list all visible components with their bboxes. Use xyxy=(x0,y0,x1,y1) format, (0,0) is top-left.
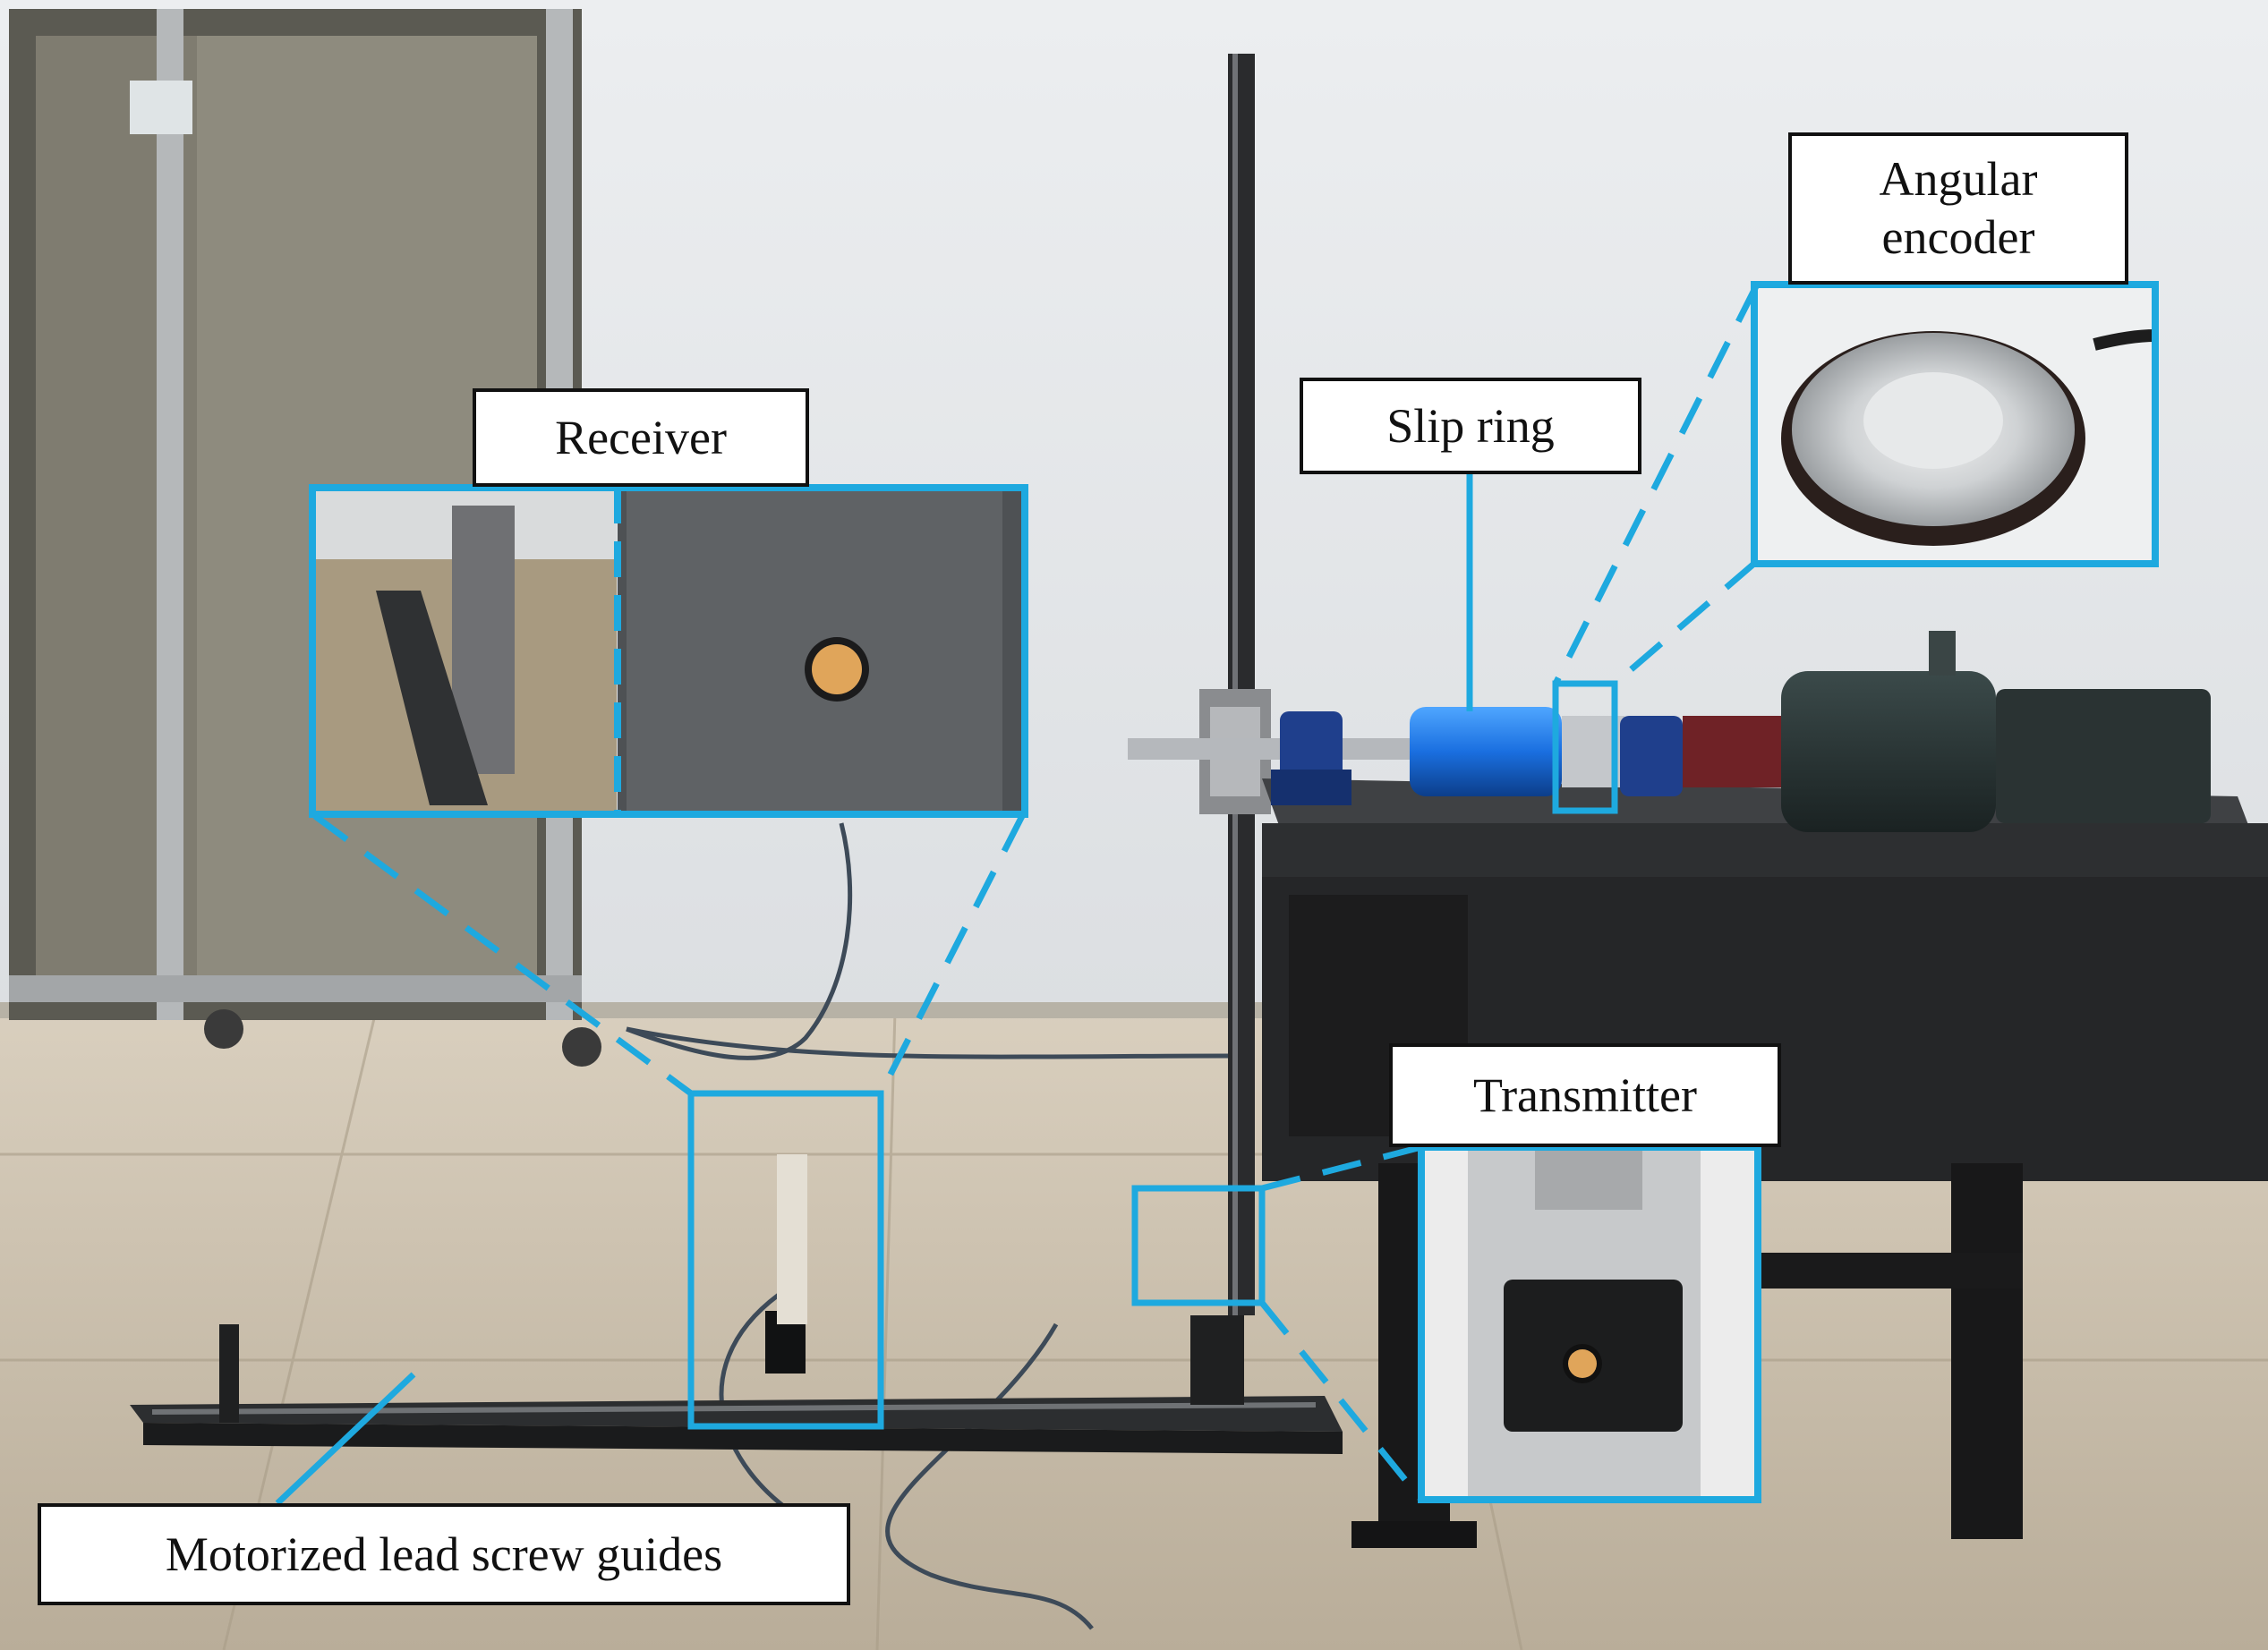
label-angular-encoder: Angular encoder xyxy=(1788,132,2128,285)
receiver-focus-box xyxy=(687,1090,884,1430)
encoder-inset xyxy=(1552,281,2159,814)
leader-lines xyxy=(275,285,1760,1506)
label-angular-encoder-line2: encoder xyxy=(1881,210,2035,264)
label-lead-screw: Motorized lead screw guides xyxy=(38,1503,850,1605)
label-receiver-text: Receiver xyxy=(555,410,727,464)
label-angular-encoder-line1: Angular xyxy=(1879,152,2038,207)
label-slip-ring: Slip ring xyxy=(1300,378,1641,474)
label-lead-screw-text: Motorized lead screw guides xyxy=(165,1527,723,1581)
receiver-inset xyxy=(309,484,1028,818)
label-slip-ring-text: Slip ring xyxy=(1386,398,1555,453)
label-transmitter: Transmitter xyxy=(1389,1043,1781,1147)
label-receiver: Receiver xyxy=(473,388,809,487)
lead-screw-rail xyxy=(130,1154,1343,1454)
transmitter-inset xyxy=(1131,1144,1761,1503)
label-transmitter-text: Transmitter xyxy=(1472,1067,1697,1122)
